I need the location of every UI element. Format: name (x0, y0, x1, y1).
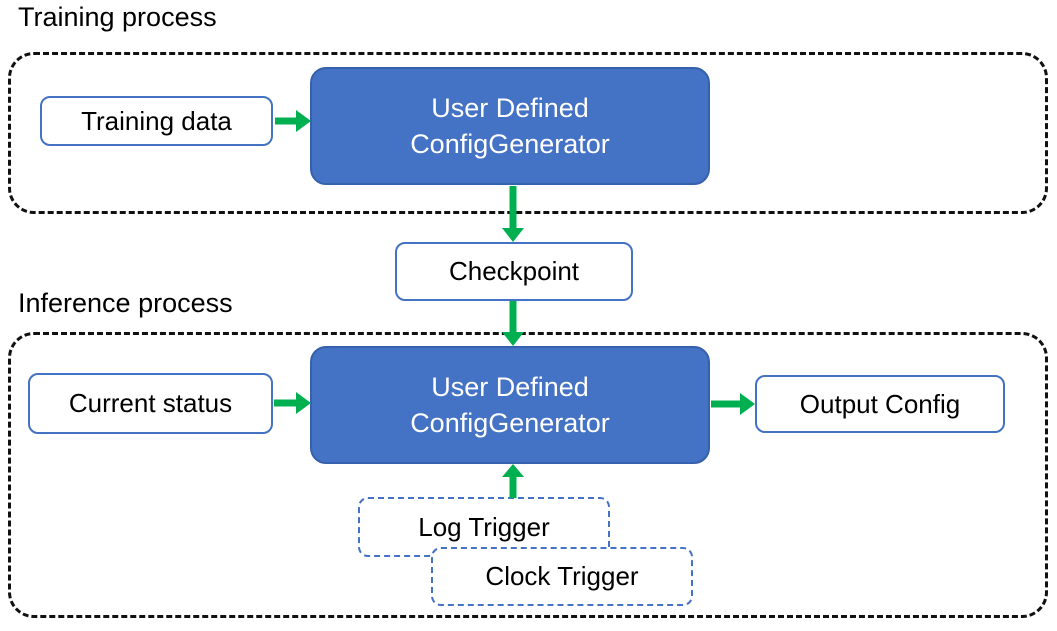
arrow-generator-to-checkpoint (502, 186, 524, 242)
inference-generator-line2: ConfigGenerator (410, 408, 610, 438)
arrow-training-data-to-generator (275, 110, 311, 132)
current-status-box: Current status (28, 373, 273, 434)
arrow-triggers-to-generator (502, 464, 524, 498)
arrow-current-status-to-generator (274, 392, 311, 414)
training-data-box: Training data (40, 96, 273, 146)
checkpoint-box: Checkpoint (395, 242, 633, 301)
clock-trigger-box: Clock Trigger (431, 547, 693, 606)
inference-generator-line1: User Defined (431, 372, 589, 402)
inference-process-container (8, 332, 1048, 618)
training-config-generator-box: User Defined ConfigGenerator (310, 67, 710, 185)
training-generator-line2: ConfigGenerator (410, 129, 610, 159)
arrow-checkpoint-to-generator (502, 301, 524, 346)
inference-process-label: Inference process (18, 288, 233, 318)
output-config-box: Output Config (755, 375, 1005, 433)
arrow-generator-to-output-config (711, 393, 755, 415)
training-process-label: Training process (18, 2, 217, 32)
inference-config-generator-box: User Defined ConfigGenerator (310, 346, 710, 464)
training-process-container (8, 52, 1048, 214)
training-generator-line1: User Defined (431, 93, 589, 123)
